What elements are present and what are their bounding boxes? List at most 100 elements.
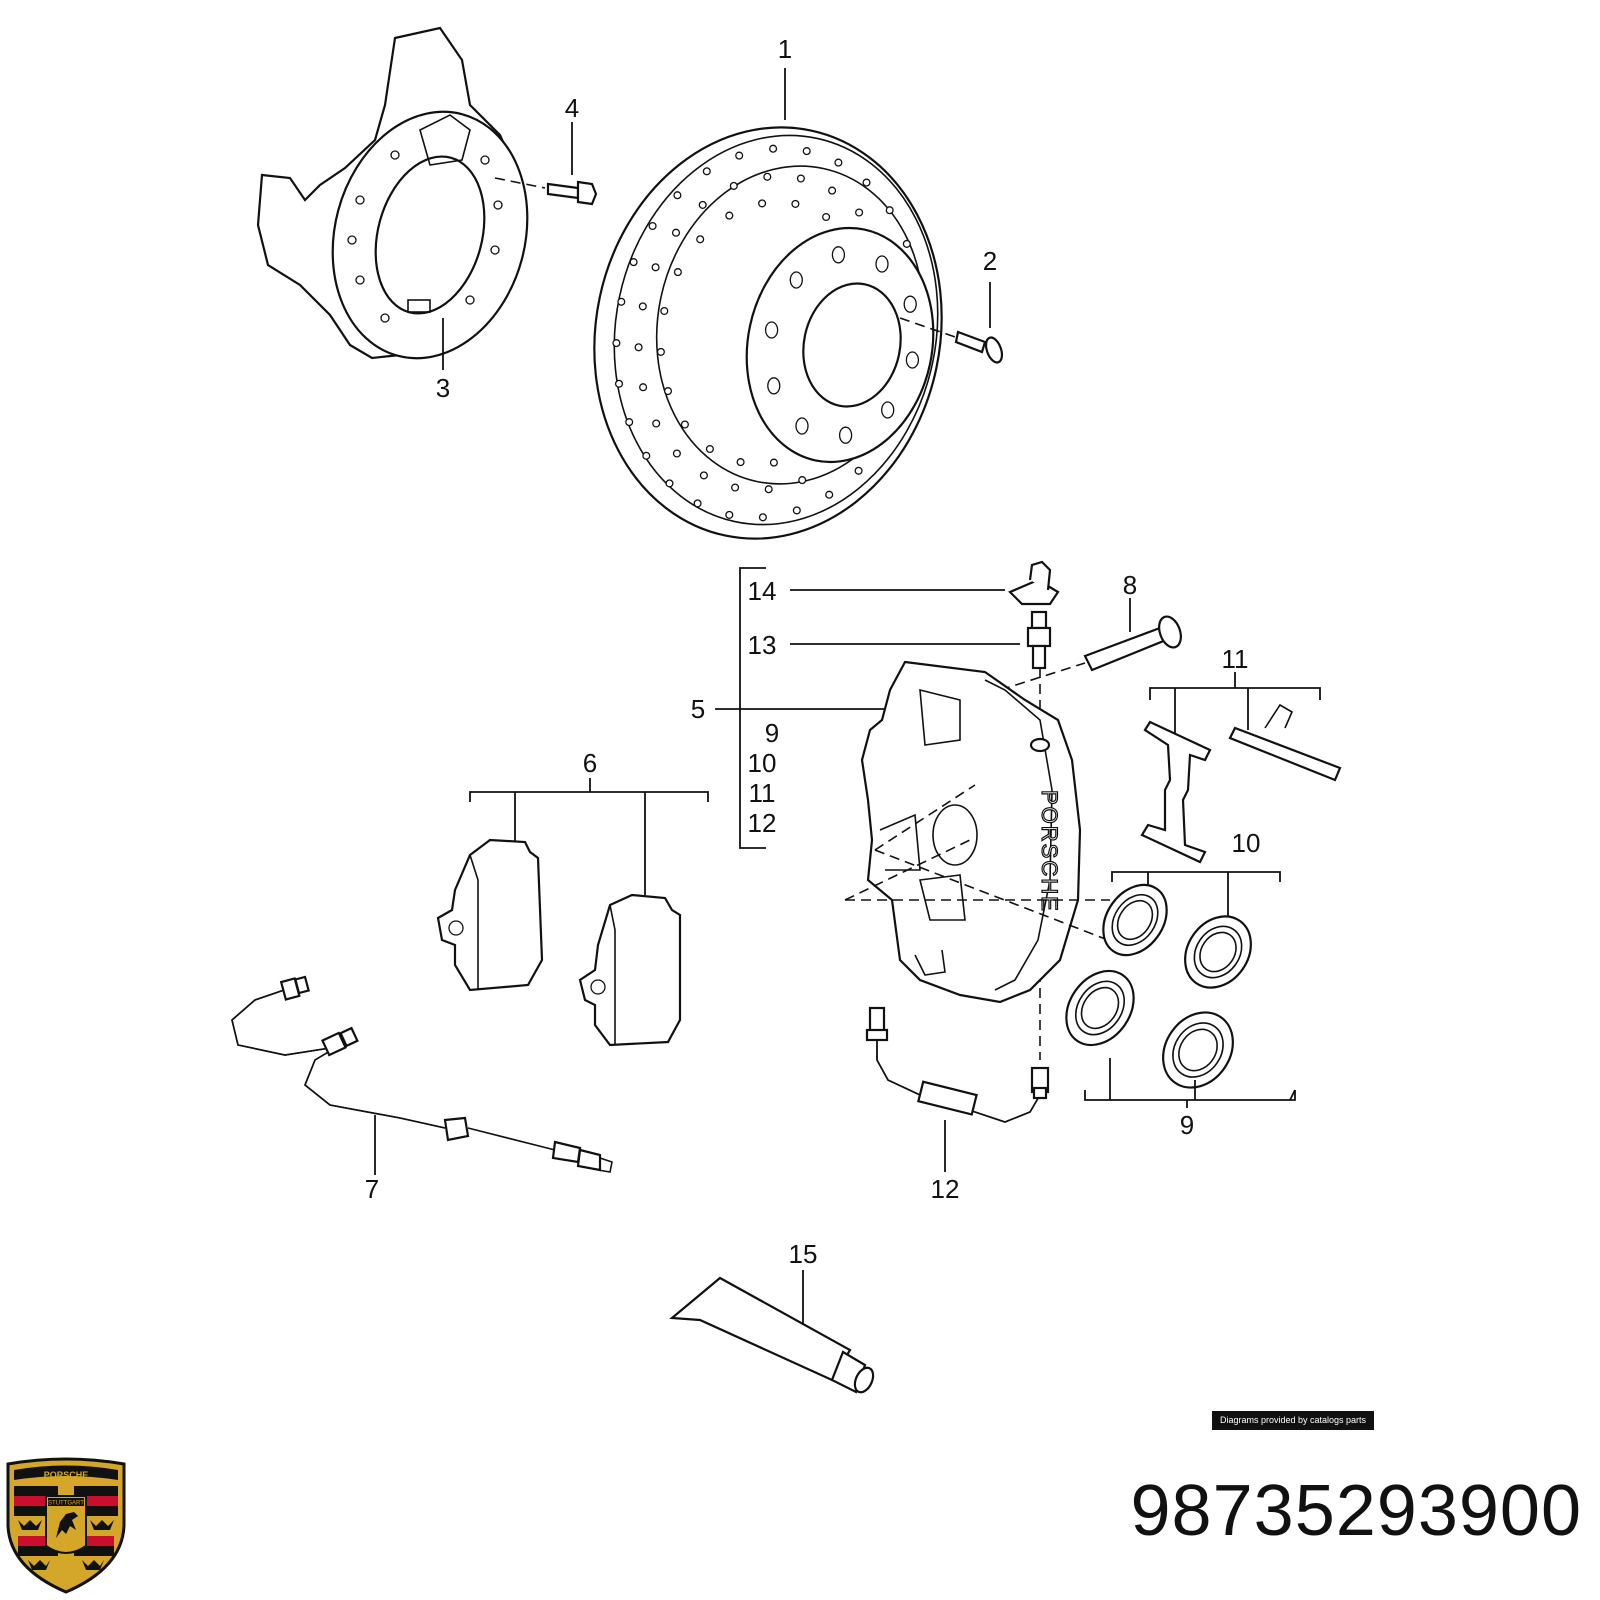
callout-14: 14 [748,576,777,606]
hub-bolt-hole [881,401,895,419]
callout-11: 11 [1222,644,1249,674]
piston-seal-ring [1065,969,1135,1047]
hub-bolt-hole [795,417,809,435]
disc-drill-hole [798,476,807,485]
callout-10: 10 [1232,828,1261,858]
disc-drill-hole [673,191,682,200]
brake-line [865,1006,1050,1172]
disc-drill-hole [672,449,681,458]
brake-disc [593,68,943,540]
disc-drill-hole [758,199,767,208]
brake-pad-set [436,778,709,1047]
callout-10-list: 10 [748,748,777,778]
disc-drill-hole [634,343,643,352]
disc-drill-hole [764,485,773,494]
disc-drill-hole [769,458,778,467]
callout-11-list: 11 [749,778,776,808]
disc-drill-hole [731,483,740,492]
callout-9: 9 [1180,1110,1194,1140]
hub-bolt-hole [875,255,889,273]
callout-12: 12 [931,1174,960,1204]
disc-drill-hole [629,258,638,267]
disc-drill-hole [693,499,702,508]
disc-drill-hole [822,212,831,222]
disc-drill-hole [642,451,651,460]
wear-sensor [231,975,613,1175]
hub-bolt-hole [789,271,803,289]
disc-drill-hole [651,263,660,272]
piston-seal-ring [1102,883,1168,957]
disc-drill-hole [885,206,894,215]
callout-5: 5 [691,694,705,724]
disc-drill-hole [614,379,624,388]
callout-7: 7 [365,1174,379,1204]
callout-4: 4 [565,93,579,123]
disc-drill-hole [696,235,705,244]
dust-shield [256,26,529,370]
disc-drill-hole [648,221,657,231]
disc-drill-hole [671,228,681,237]
callout-6: 6 [583,748,597,778]
hub-bolt-hole [905,351,920,369]
piston-seal-ring [1162,1011,1234,1089]
disc-drill-hole [638,302,647,311]
crest-center-text: STUTTGART [48,1501,84,1507]
disc-drill-hole [791,199,800,208]
piston-seal-ring [1184,915,1252,989]
disc-drill-hole [725,211,734,220]
callout-3: 3 [436,373,450,403]
hub-bolt-hole [767,377,781,395]
disc-drill-hole [673,268,682,277]
caliper-bolt [999,598,1182,691]
disc-drill-hole [834,158,843,167]
disc-drill-hole [625,418,634,427]
disc-drill-hole [702,167,711,176]
callout-13: 13 [748,630,777,660]
callout-12-list: 12 [748,808,777,838]
disc-drill-hole [665,479,674,488]
disc-drill-hole [617,297,626,306]
disc-drill-hole [699,471,708,480]
brake-caliper: PORSCHE [844,660,1110,1004]
disc-drill-hole [729,181,738,190]
disc-drill-hole [763,172,772,181]
disc-drill-hole [796,174,805,183]
disc-drill-hole [735,151,744,160]
porsche-crest-logo: PORSCHE STUTTGART [6,1457,126,1594]
callout-15: 15 [789,1239,818,1269]
callout-2: 2 [983,246,997,276]
disc-drill-hole [680,420,689,429]
disc-drill-hole [792,506,801,515]
kit-bracket-5 [715,567,1020,849]
disc-screw [899,282,1004,364]
disc-drill-hole [725,510,734,519]
callout-9-list: 9 [765,718,779,748]
disc-drill-hole [698,200,707,209]
hub-bolt-hole [838,426,853,444]
disc-drill-hole [656,347,665,356]
hub-bolt-hole [764,321,779,339]
callout-1: 1 [778,34,792,64]
disc-drill-hole [802,147,811,156]
disc-drill-hole [736,458,745,467]
disc-drill-hole [825,490,834,499]
caliper-brand-text: PORSCHE [1037,790,1062,913]
disc-drill-hole [855,208,864,217]
disc-drill-hole [902,239,911,248]
bleeder-cap [1008,560,1060,606]
assembly-paste-tube [669,1270,875,1394]
disc-drill-hole [769,144,778,153]
disc-drill-hole [854,466,863,475]
hub-bolt-hole [831,246,846,264]
disc-drill-hole [828,186,837,195]
callout-8: 8 [1123,570,1137,600]
diagram-credit: Diagrams provided by catalogs parts [1212,1411,1374,1430]
disc-drill-hole [663,387,673,396]
hub-bolt-hole [903,295,917,313]
disc-drill-hole [862,178,871,187]
piston-kit [1065,883,1296,1108]
disc-drill-hole [758,513,767,522]
disc-drill-hole [660,306,669,316]
disc-drill-hole [705,444,714,454]
